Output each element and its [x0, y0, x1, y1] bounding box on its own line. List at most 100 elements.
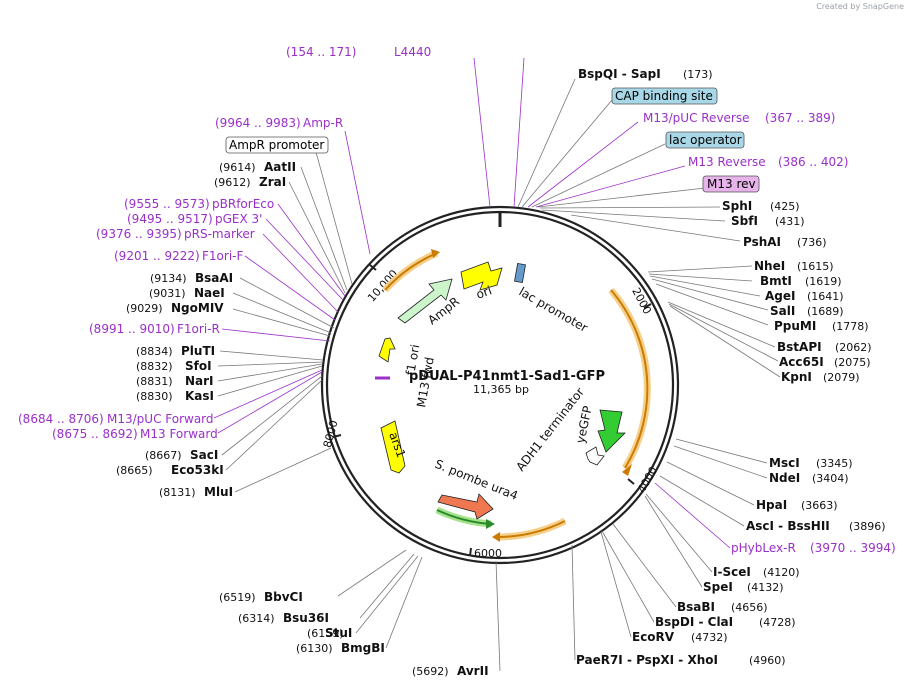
- feature-lac-promoter-label: lac promoter: [517, 284, 591, 335]
- enzyme-ngomiv: NgoMIV: [171, 301, 224, 315]
- primer-phyblex-r-pos: (3970 .. 3994): [810, 541, 896, 555]
- enzyme-sali: SalI: [770, 304, 795, 318]
- enzyme-bspdi-clai-pos: (4728): [759, 616, 796, 629]
- tick-6000: [469, 547, 472, 557]
- orf-arc-2: [497, 520, 566, 538]
- enzyme-bmgbi: BmgBI: [341, 641, 385, 655]
- enzyme-bmgbi-pos: (6130): [296, 642, 333, 655]
- feature-yegfp-label: yeGFP: [573, 405, 595, 445]
- ura4-arc-head: [486, 519, 495, 529]
- orf-arc-1: [610, 289, 649, 469]
- enzyme-avrii-pos: (5692): [412, 665, 449, 678]
- enzyme-bmti: BmtI: [760, 274, 792, 288]
- enzyme-sphi-pos: (425): [770, 200, 800, 213]
- feature-ori-label: ori: [474, 283, 493, 301]
- enzyme-bspqi-sapi: BspQI - SapI: [578, 67, 661, 81]
- enzyme-bbvci-pos: (6519): [219, 591, 256, 604]
- enzyme-ngomiv-pos: (9029): [126, 302, 163, 315]
- enzyme-pluti: PluTI: [181, 344, 215, 358]
- primer-m13-forward: M13 Forward: [140, 427, 218, 441]
- plasmid-name: pDUAL-P41nmt1-Sad1-GFP: [409, 369, 605, 384]
- enzyme-naei-pos: (9031): [149, 287, 186, 300]
- enzyme-zrai-pos: (9612): [214, 176, 251, 189]
- orf-arc-3-head: [431, 249, 440, 258]
- primer-prs-marker: pRS-marker: [184, 227, 255, 241]
- primer-amp-r: Amp-R: [303, 116, 343, 130]
- plasmid-size: 11,365 bp: [473, 383, 529, 396]
- enzyme-bspdi-clai: BspDI - ClaI: [655, 615, 733, 629]
- enzyme-acc65i-pos: (2075): [834, 356, 871, 369]
- primer-m13-forward-pos: (8675 .. 8692): [52, 427, 138, 441]
- enzyme-aatii: AatII: [264, 160, 296, 174]
- primer-f1ori-r-pos: (8991 .. 9010): [89, 322, 175, 336]
- enzyme-bstapi-pos: (2062): [835, 341, 872, 354]
- enzyme-sbfi: SbfI: [731, 214, 758, 228]
- feature-lac-promoter: [514, 262, 526, 284]
- enzyme-ppumi: PpuMI: [774, 319, 816, 333]
- leader-lines: [213, 57, 781, 672]
- enzyme-saci-pos: (8667): [145, 449, 182, 462]
- feature-ori: [460, 261, 503, 291]
- snapgene-credit: Created by SnapGene: [816, 2, 904, 11]
- primer-prs-marker-pos: (9376 .. 9395): [96, 227, 182, 241]
- enzyme-sphi: SphI: [722, 199, 752, 213]
- ampr-promoter: AmpR promoter: [229, 138, 324, 152]
- primer-f1ori-f: F1ori-F: [202, 249, 243, 263]
- enzyme-pluti-pos: (8834): [136, 345, 173, 358]
- orf-arc-1-head: [622, 464, 632, 476]
- enzyme-paer7i-pspxi-xhoi: PaeR7I - PspXI - XhoI: [576, 653, 718, 667]
- enzyme-i-scei-pos: (4120): [763, 566, 800, 579]
- feature-ampr: [397, 278, 453, 324]
- tick-4000: [627, 478, 635, 485]
- primer-phyblex-r: pHybLex-R: [731, 541, 796, 555]
- enzyme-spei-pos: (4132): [747, 581, 784, 594]
- enzyme-msci-pos: (3345): [816, 457, 853, 470]
- enzyme-kpni-pos: (2079): [823, 371, 860, 384]
- lac-operator: lac operator: [669, 133, 742, 147]
- feature-adh1-terminator: [585, 446, 605, 466]
- orf-arc-2-head: [492, 532, 500, 542]
- enzyme-nari-pos: (8831): [136, 375, 173, 388]
- primer-pbr322ori-f: L4440: [394, 45, 431, 59]
- primer-pbrforeco: pBRforEco: [212, 197, 274, 211]
- enzyme-nhei-pos: (1615): [797, 260, 834, 273]
- enzyme-naei: NaeI: [194, 286, 225, 300]
- enzyme-agei: AgeI: [765, 289, 795, 303]
- tick-10000: [369, 264, 377, 271]
- enzyme-bspqi-sapi-pos: (173): [683, 68, 713, 81]
- cap-binding-site: CAP binding site: [615, 89, 713, 103]
- tick-8000: [332, 434, 342, 438]
- primer-pbrforeco-pos: (9555 .. 9573): [124, 197, 210, 211]
- enzyme-pshai-pos: (736): [797, 236, 827, 249]
- enzyme-acc65i: Acc65I: [779, 355, 824, 369]
- enzyme-sfoi-pos: (8832): [136, 360, 173, 373]
- tick-2000: [643, 303, 652, 309]
- enzyme-sfoi: SfoI: [185, 359, 212, 373]
- enzyme-hpai-pos: (3663): [801, 499, 838, 512]
- backbone-outer: [320, 205, 680, 565]
- enzyme-asci-bsshii-pos: (3896): [849, 520, 886, 533]
- enzyme-kasi-pos: (8830): [136, 390, 173, 403]
- enzyme-bsabi-pos: (4656): [731, 601, 768, 614]
- primer-m13-reverse: M13 Reverse: [688, 155, 766, 169]
- enzyme-saci: SacI: [190, 448, 218, 462]
- enzyme-bsaai-pos: (9134): [150, 272, 187, 285]
- primer-m13-puc-reverse-pos: (367 .. 389): [765, 111, 835, 125]
- ampr-promoter-box: [225, 136, 329, 154]
- primer-m13-puc-forward: M13/pUC Forward: [107, 412, 214, 426]
- primer-pgex3: pGEX 3': [215, 212, 262, 226]
- enzyme-sali-pos: (1689): [807, 305, 844, 318]
- enzyme-bsabi: BsaBI: [677, 600, 715, 614]
- primer-pgex3-pos: (9495 .. 9517): [127, 212, 213, 226]
- primer-f1ori-r: F1ori-R: [177, 322, 220, 336]
- enzyme-aatii-pos: (9614): [219, 161, 256, 174]
- enzyme-bstapi: BstAPI: [777, 340, 822, 354]
- enzyme-bsaai: BsaAI: [195, 271, 233, 285]
- m13-rev: M13 rev: [707, 177, 756, 191]
- enzyme-msci: MscI: [769, 456, 800, 470]
- feature-f1ori-label: f1 ori: [403, 343, 422, 376]
- enzyme-mlui: MluI: [204, 485, 233, 499]
- lac-operator-box: [665, 131, 745, 149]
- enzyme-nhei: NheI: [754, 259, 785, 273]
- enzyme-mlui-pos: (8131): [159, 486, 196, 499]
